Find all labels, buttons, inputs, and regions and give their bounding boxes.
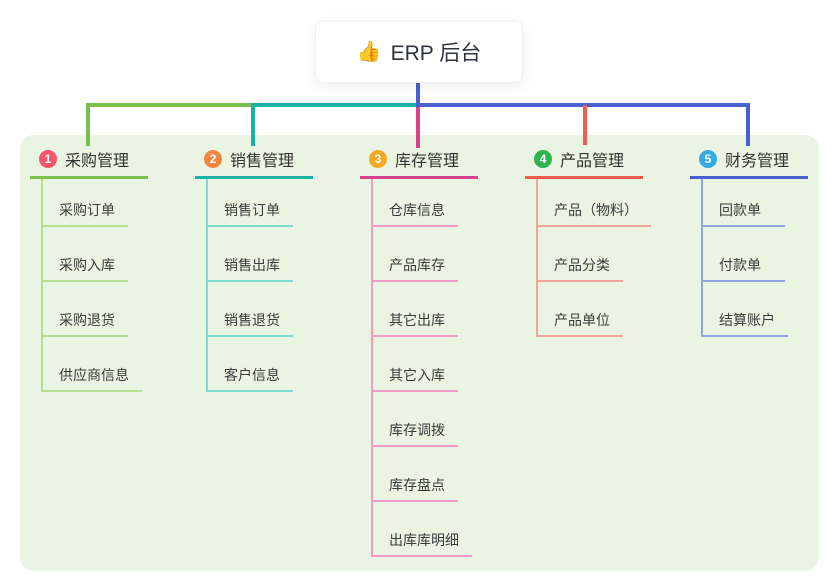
branch-4: 4 产品管理产品（物料）产品分类产品单位 [525,146,655,337]
branch-2: 2 销售管理销售订单销售出库销售退货客户信息 [195,146,325,392]
branch-children: 仓库信息产品库存其它出库其它入库库存调拨库存盘点出库库明细 [371,179,472,557]
child-node[interactable]: 库存调拨 [373,392,458,447]
branch-number-badge: 2 [204,150,222,168]
connector-root-line [416,83,420,110]
connector-bus-branch-2 [251,103,420,107]
branch-number-badge: 4 [534,150,552,168]
child-node[interactable]: 其它入库 [373,337,458,392]
connector-drop-branch-2 [251,103,255,146]
child-node[interactable]: 产品库存 [373,227,458,282]
child-node[interactable]: 采购入库 [43,227,128,282]
child-node[interactable]: 产品单位 [538,282,623,337]
child-node[interactable]: 出库库明细 [373,502,472,557]
branch-number-badge: 1 [39,150,57,168]
branch-title-label: 采购管理 [65,153,130,170]
child-node[interactable]: 回款单 [703,179,785,227]
branch-title-label: 库存管理 [395,153,460,170]
branch-number-badge: 5 [699,150,717,168]
branch-children: 产品（物料）产品分类产品单位 [536,179,651,337]
child-node[interactable]: 产品（物料） [538,179,651,227]
branches-panel [20,135,819,571]
connector-drop-branch-5 [746,103,750,146]
child-node[interactable]: 结算账户 [703,282,788,337]
child-node[interactable]: 供应商信息 [43,337,142,392]
branch-5: 5 财务管理回款单付款单结算账户 [690,146,820,337]
child-node[interactable]: 产品分类 [538,227,623,282]
branch-title-label: 销售管理 [230,153,295,170]
thumbs-up-icon: 👍 [356,40,382,63]
child-node[interactable]: 销售订单 [208,179,293,227]
branch-children: 回款单付款单结算账户 [701,179,788,337]
child-node[interactable]: 销售退货 [208,282,293,337]
child-node[interactable]: 其它出库 [373,282,458,337]
connector-drop-branch-1 [86,103,90,146]
branch-node[interactable]: 5 财务管理 [690,146,808,179]
branch-3: 3 库存管理仓库信息产品库存其它出库其它入库库存调拨库存盘点出库库明细 [360,146,490,557]
branch-children: 采购订单采购入库采购退货供应商信息 [41,179,142,392]
child-node[interactable]: 付款单 [703,227,785,282]
branch-number-badge: 3 [369,150,387,168]
child-node[interactable]: 仓库信息 [373,179,458,227]
child-node[interactable]: 采购订单 [43,179,128,227]
child-node[interactable]: 客户信息 [208,337,293,392]
branch-node[interactable]: 1 采购管理 [30,146,148,179]
branch-1: 1 采购管理采购订单采购入库采购退货供应商信息 [30,146,160,392]
branch-node[interactable]: 2 销售管理 [195,146,313,179]
connector-drop-branch-4 [583,105,587,145]
child-node[interactable]: 采购退货 [43,282,128,337]
branch-node[interactable]: 3 库存管理 [360,146,478,179]
branch-title-label: 财务管理 [725,153,790,170]
root-node[interactable]: 👍 ERP 后台 [315,20,523,83]
branch-children: 销售订单销售出库销售退货客户信息 [206,179,293,392]
branch-title-label: 产品管理 [560,153,625,170]
connector-drop-branch-3 [416,107,420,148]
connector-bus-branch-1 [86,103,255,107]
root-node-label: ERP 后台 [390,41,482,65]
branch-node[interactable]: 4 产品管理 [525,146,643,179]
child-node[interactable]: 库存盘点 [373,447,458,502]
child-node[interactable]: 销售出库 [208,227,293,282]
